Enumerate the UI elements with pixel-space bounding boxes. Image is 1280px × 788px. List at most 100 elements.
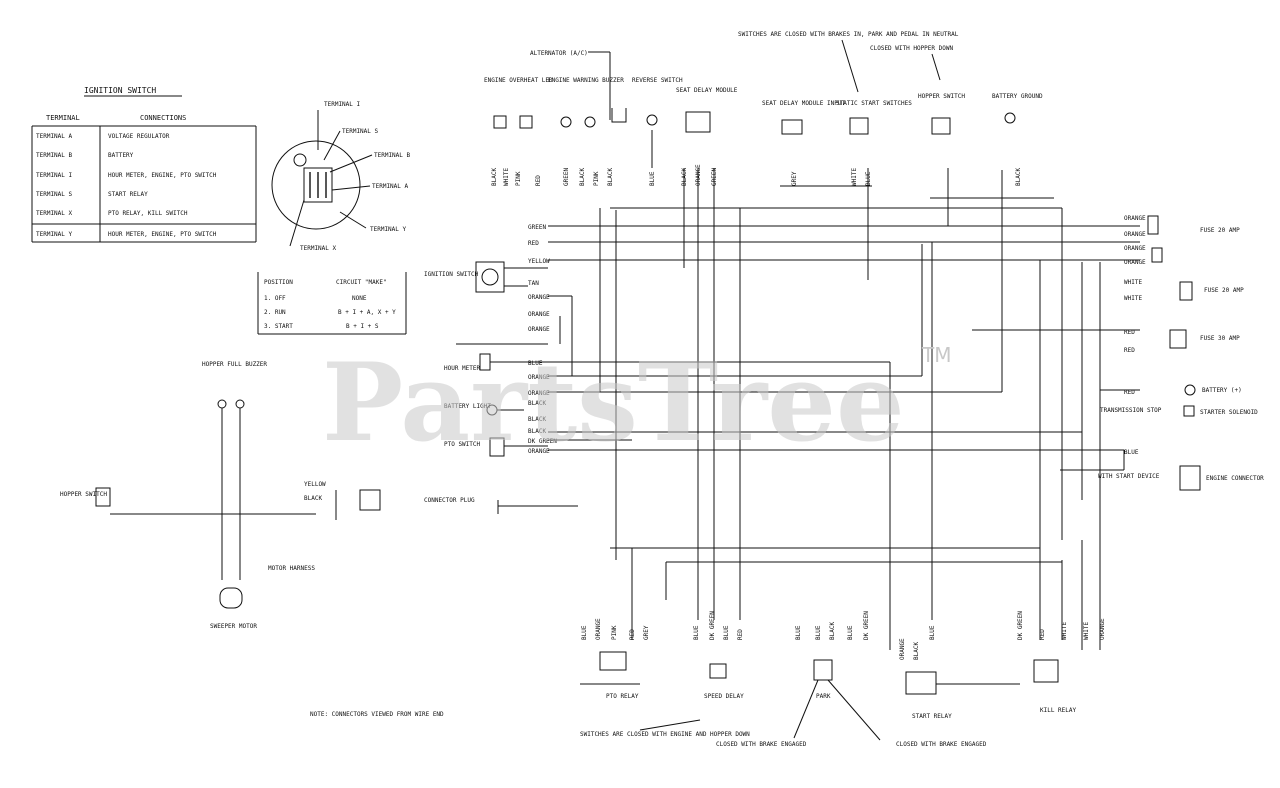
top-wire-3: PINK [515,171,522,186]
top-symbols [493,108,1054,199]
ignition-row-6-connection: HOUR METER, ENGINE, PTO SWITCH [108,231,217,238]
ignition-row-5-connection: PTO RELAY, KILL SWITCH [108,210,188,217]
left-wire-labels: GREEN RED YELLOW TAN ORANGE ORANGE ORANG… [304,224,557,502]
left-wire-16: YELLOW [304,481,326,488]
bottom-wire-13: BLUE [847,625,854,640]
label-kill-relay: KILL RELAY [1040,707,1077,714]
switch-label-terminal-x: TERMINAL X [300,245,337,252]
label-connector-plug: CONNECTOR PLUG [424,497,475,504]
label-starter-solenoid: STARTER SOLENOID [1200,409,1258,416]
left-wire-6: ORANGE [528,311,550,318]
top-wire-labels: BLACK WHITE PINK RED GREEN BLACK PINK BL… [491,164,1022,186]
switch-label-terminal-b: TERMINAL B [374,152,411,159]
bottom-wire-11: BLUE [815,625,822,640]
top-wire-1: BLACK [491,168,498,186]
top-wire-8: BLACK [607,168,614,186]
label-hopper-full-buzzer: HOPPER FULL BUZZER [202,361,267,368]
label-pto-relay: PTO RELAY [606,693,639,700]
label-closed-with-brake-1: CLOSED WITH BRAKE ENGAGED [716,741,807,748]
top-wire-5: GREEN [563,168,570,186]
right-wire-3: ORANGE [1124,245,1146,252]
ignition-table-header-connections: CONNECTIONS [140,114,186,122]
bottom-wire-16: BLACK [913,642,920,660]
watermark: PartsTree TM [322,340,951,466]
bottom-wire-1: BLUE [581,625,588,640]
label-fuse-20a-2: FUSE 20 AMP [1204,287,1244,294]
bottom-wire-17: BLUE [929,625,936,640]
position-row-1-label: 1. OFF [264,295,286,302]
ignition-row-2-terminal: TERMINAL B [36,152,73,159]
top-wire-13: GREY [791,171,798,186]
bottom-wire-22: ORANGE [1099,618,1106,640]
label-motor-harness: MOTOR HARNESS [268,565,315,572]
ignition-row-3-connection: HOUR METER, ENGINE, PTO SWITCH [108,172,217,179]
top-wire-14: WHITE [851,168,858,186]
right-wire-2: ORANGE [1124,231,1146,238]
left-wire-12: BLACK [528,416,546,423]
position-row-2-label: 2. RUN [264,309,286,316]
label-pto-switch: PTO SWITCH [444,441,481,448]
label-start-relay: START RELAY [912,713,952,720]
label-switches-closed-engine-hopper: SWITCHES ARE CLOSED WITH ENGINE AND HOPP… [580,731,750,738]
bottom-wire-12: BLACK [829,622,836,640]
position-header-position: POSITION [264,279,293,286]
bottom-wire-21: WHITE [1083,622,1090,640]
top-wire-4: RED [535,175,542,186]
label-engine-warning-buzzer: ENGINE WARNING BUZZER [548,77,624,84]
bottom-wire-14: DK GREEN [863,611,870,640]
bottom-wire-18: DK GREEN [1017,611,1024,640]
bottom-wire-5: GREY [643,625,650,640]
position-row-2-circuit: B + I + A, X + Y [338,309,396,316]
right-wire-4: ORANGE [1124,259,1146,266]
label-sweeper-motor: SWEEPER MOTOR [210,623,257,630]
ignition-row-4-terminal: TERMINAL S [36,191,73,198]
right-wire-labels: ORANGE ORANGE ORANGE ORANGE WHITE WHITE … [1100,215,1162,456]
position-row-1-circuit: NONE [352,295,367,302]
left-wire-3: YELLOW [528,258,550,265]
left-wire-1: GREEN [528,224,546,231]
label-hopper-switch: HOPPER SWITCH [918,93,965,100]
right-wire-11: BLUE [1124,449,1139,456]
ignition-row-1-terminal: TERMINAL A [36,133,73,140]
label-alternator: ALTERNATOR (A/C) [530,50,588,57]
left-wire-11: BLACK [528,400,546,407]
bottom-wire-9: RED [737,629,744,640]
right-wire-5: WHITE [1124,279,1142,286]
label-seat-delay-module-input: SEAT DELAY MODULE INPUT [762,100,845,107]
left-wire-8: BLUE [528,360,543,367]
top-wire-16: BLACK [1015,168,1022,186]
right-components: FUSE 20 AMP FUSE 20 AMP FUSE 30 AMP BATT… [1098,215,1264,491]
left-wire-10: ORANGE [528,390,550,397]
right-wire-9: RED [1124,389,1135,396]
wiring [456,130,1140,650]
ignition-row-3-terminal: TERMINAL I [36,172,73,179]
ignition-table-header-terminal: TERMINAL [46,114,80,122]
top-wire-7: PINK [593,171,600,186]
label-fuse-20a-1: FUSE 20 AMP [1200,227,1240,234]
left-wire-9: ORANGE [528,374,550,381]
left-components: IGNITION SWITCH HOUR METER BATTERY LIGHT… [60,261,578,718]
position-row-3-circuit: B + I + S [346,323,379,330]
ignition-switch-face: TERMINAL I TERMINAL S TERMINAL B TERMINA… [271,101,411,252]
bottom-wire-7: DK GREEN [709,611,716,640]
label-closed-with-hopper-down: CLOSED WITH HOPPER DOWN [870,45,953,52]
bottom-components: PTO RELAY SPEED DELAY PARK START RELAY K… [580,651,1077,748]
right-wire-10: TRANSMISSION STOP [1100,407,1162,414]
switch-label-terminal-i: TERMINAL I [324,101,361,108]
label-hour-meter: HOUR METER [444,365,481,372]
top-components: ALTERNATOR (A/C) ENGINE OVERHEAT LED ENG… [484,31,1043,120]
bottom-wire-2: ORANGE [595,618,602,640]
bottom-wire-8: BLUE [723,625,730,640]
label-hopper-switch-left: HOPPER SWITCH [60,491,107,498]
ignition-row-2-connection: BATTERY [108,152,134,159]
label-seat-delay-module: SEAT DELAY MODULE [676,87,738,94]
bottom-wire-19: RED [1039,629,1046,640]
top-wire-6: BLACK [579,168,586,186]
watermark-trademark: TM [921,343,951,367]
bottom-wire-4: RED [629,629,636,640]
bottom-wire-20: WHITE [1061,622,1068,640]
ignition-switch-table: IGNITION SWITCH TERMINAL CONNECTIONS TER… [31,86,257,243]
ignition-row-1-connection: VOLTAGE REGULATOR [108,133,170,140]
bottom-wire-3: PINK [611,625,618,640]
label-engine-overheat-led: ENGINE OVERHEAT LED [484,77,553,84]
